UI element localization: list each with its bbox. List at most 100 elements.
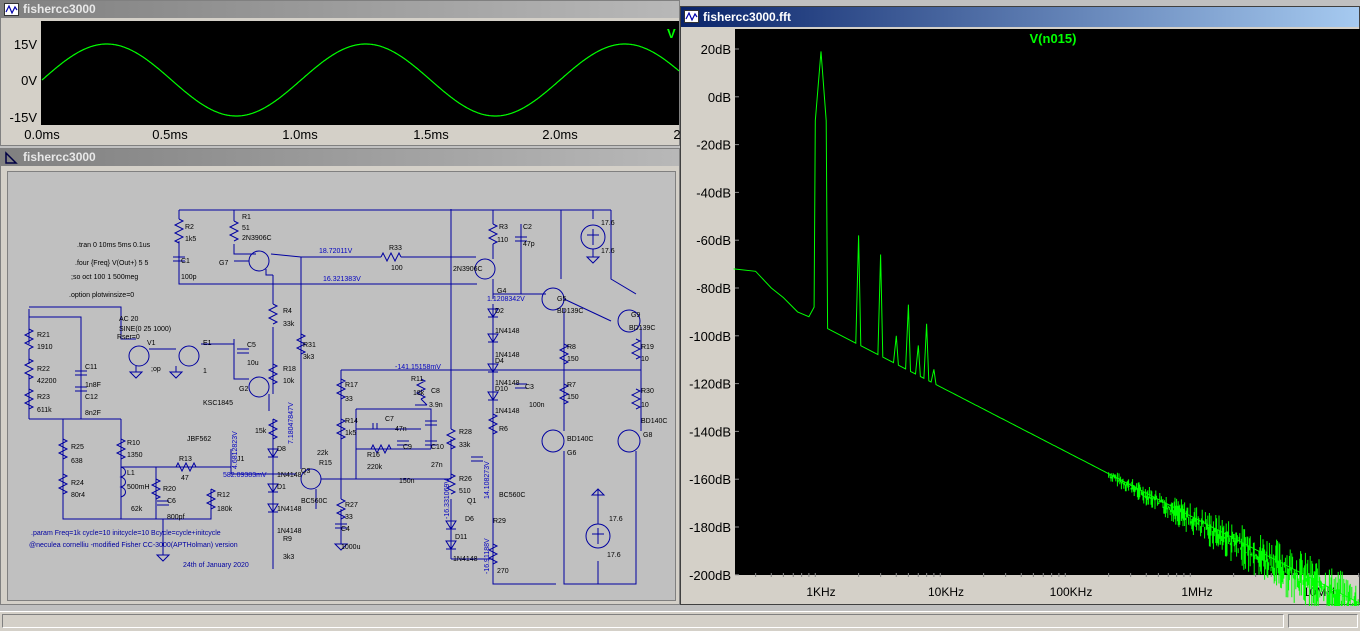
node-voltage: -141.15158mV [395, 364, 441, 371]
comp-label-r28: R28 [459, 429, 472, 436]
comp-label-r9: R9 [283, 536, 292, 543]
comp-label-r21: R21 [37, 332, 50, 339]
device-type: JBF562 [187, 436, 211, 443]
x-tick: 2 [673, 127, 680, 142]
source-value: 17.6 [607, 552, 621, 559]
fft-plot[interactable] [735, 29, 1360, 575]
comp-value: 10k [283, 378, 295, 385]
comp-label-r22: R22 [37, 366, 50, 373]
comp-value: 1k5 [345, 430, 356, 437]
comp-value: 15k [255, 428, 267, 435]
device-name: G7 [219, 260, 228, 267]
comp-label-r19: R19 [641, 344, 654, 351]
node-voltage: -16.91188V [484, 538, 491, 574]
comp-value: 100 [391, 265, 403, 272]
status-segment-main [2, 614, 1284, 628]
comp-label-c6: C6 [167, 498, 176, 505]
comp-label-r18: R18 [283, 366, 296, 373]
source-name: 17.6 [601, 220, 615, 227]
diode-type: 1N4148 [495, 328, 520, 335]
diode-type: 1N4148 [453, 556, 478, 563]
diode-type: 1N4148 [277, 472, 302, 479]
schematic-titlebar[interactable]: fishercc3000 [1, 149, 679, 166]
y-tick: -180dB [689, 520, 731, 535]
y-tick: 0dB [708, 90, 731, 105]
comp-value: 33k [283, 321, 295, 328]
comp-label-c11: C11 [85, 364, 97, 371]
source-name: V1 [147, 340, 156, 347]
y-tick: -100dB [689, 329, 731, 344]
y-tick: -15V [10, 110, 38, 125]
y-tick: 20dB [701, 42, 731, 57]
comp-label-r3: R3 [499, 224, 508, 231]
comp-value: 1k5 [185, 236, 196, 243]
comp-label-c9: C9 [403, 444, 412, 451]
node-voltage: -16.331069V [444, 479, 451, 519]
comp-value: 62k [131, 506, 143, 513]
comp-value: 10 [641, 402, 649, 409]
comp-label-r29: R29 [493, 518, 506, 525]
transient-titlebar[interactable]: fishercc3000 [1, 1, 679, 18]
device-type: BD140C [641, 418, 667, 425]
comp-label-r27: R27 [345, 502, 358, 509]
y-tick: -80dB [696, 281, 731, 296]
comp-label-r13: R13 [179, 456, 192, 463]
source-gain: 1 [203, 368, 207, 375]
y-tick: -40dB [696, 185, 731, 200]
comp-value: 800pf [167, 514, 185, 521]
schematic-window[interactable]: fishercc3000 [0, 148, 680, 605]
comp-label-c4: C4 [341, 526, 350, 533]
device-type: BD139C [557, 308, 583, 315]
comp-value: 47p [523, 241, 535, 248]
node-voltage: 16.321383V [323, 276, 361, 283]
diode-type: 1N4148 [277, 528, 302, 535]
comp-label-r33: R33 [389, 245, 402, 252]
comp-value: 180k [217, 506, 233, 513]
node-voltage: 18.72011V [319, 248, 353, 255]
comp-label-r6: R6 [499, 426, 508, 433]
diode-type: 1N4148 [495, 408, 520, 415]
waveform-icon [4, 3, 19, 16]
directive-option: .option plotwinsize=0 [69, 292, 134, 299]
comp-label-r14: R14 [345, 418, 358, 425]
comp-label-r15: R15 [319, 460, 332, 467]
device-name: G6 [567, 450, 576, 457]
comp-value: 100n [529, 402, 545, 409]
comp-label-r30: R30 [641, 388, 654, 395]
comp-label-r20: R20 [163, 486, 176, 493]
node-voltage: 14.108273V [484, 461, 491, 499]
comp-label-c5: C5 [247, 342, 256, 349]
comp-value: 42200 [37, 378, 57, 385]
fft-titlebar[interactable]: fishercc3000.fft [681, 7, 1359, 27]
status-bar [0, 611, 1360, 631]
y-tick: -20dB [696, 138, 731, 153]
comp-value: 33 [345, 396, 353, 403]
comp-label-c2: C2 [523, 224, 532, 231]
comp-value: 1n8F [85, 382, 101, 389]
comp-value: 510 [459, 488, 471, 495]
y-tick: -60dB [696, 233, 731, 248]
transient-plot[interactable] [41, 21, 679, 125]
device-type: BD140C [567, 436, 593, 443]
comp-value: 500mH [127, 484, 150, 491]
comp-value: 1910 [37, 344, 53, 351]
device-type: BC560C [499, 492, 525, 499]
directive-tran: .tran 0 10ms 5ms 0.1us [77, 242, 151, 249]
device-name: J1 [237, 456, 245, 463]
comp-label-r2: R2 [185, 224, 194, 231]
comp-value: 47n [395, 426, 407, 433]
diode-type: 1N4148 [277, 506, 302, 513]
comp-value: 8n2F [85, 410, 101, 417]
comp-value: 150n [399, 478, 415, 485]
comp-label-r11: R11 [411, 376, 423, 383]
x-tick: 0.5ms [152, 127, 188, 142]
transient-window[interactable]: fishercc3000 V 15V 0V -15V 0.0ms 0.5ms 1… [0, 0, 681, 146]
node-voltage: 582.09383mV [223, 472, 267, 479]
diode-name: D4 [495, 358, 504, 365]
node-voltage: 7.18047847V [288, 402, 295, 444]
comp-value: 110 [497, 237, 508, 244]
device-type: BD139C [629, 325, 655, 332]
diode-name: D11 [455, 534, 467, 541]
comp-value: 10u [247, 360, 259, 367]
